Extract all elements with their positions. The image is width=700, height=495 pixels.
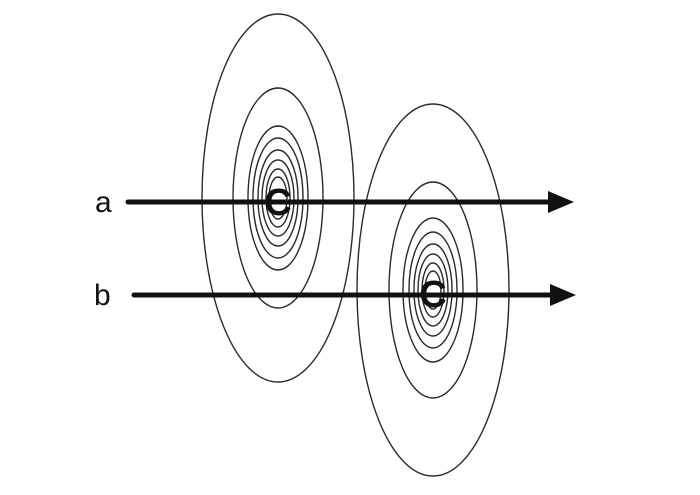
contour-ring [402, 217, 464, 363]
contour-ring [201, 13, 355, 383]
arrow-a [125, 191, 574, 213]
contour-ring [232, 87, 324, 309]
contour-system-right [356, 103, 510, 477]
contour-system-left [201, 13, 355, 383]
contour-ring [413, 243, 453, 337]
contour-ring [388, 181, 478, 399]
contour-ring [265, 168, 291, 228]
contour-ring [356, 103, 510, 477]
path-label-a: a [95, 186, 112, 219]
path-label-b: b [94, 279, 111, 312]
contour-ring [268, 176, 288, 220]
contour-ring [408, 231, 458, 349]
contour-ring [424, 270, 442, 310]
center-label-right: C [419, 274, 446, 316]
contour-ring [417, 253, 449, 327]
contour-ring [421, 262, 445, 318]
contour-ring [257, 149, 299, 247]
arrow-a-head [548, 191, 574, 213]
contour-ring [247, 125, 309, 271]
contour-ring [252, 137, 304, 259]
contour-ring [261, 159, 295, 237]
center-label-left: C [264, 182, 291, 224]
arrow-b-head [550, 284, 576, 306]
arrow-b [131, 284, 576, 306]
